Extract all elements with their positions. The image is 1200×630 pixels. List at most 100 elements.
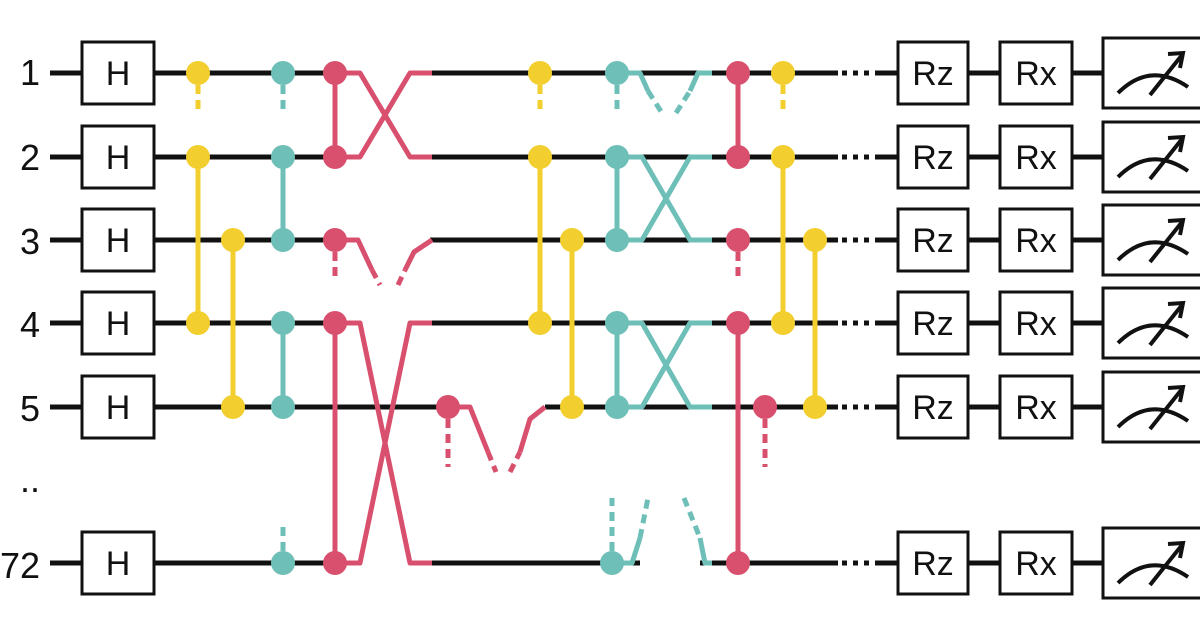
gate-dot [271,61,295,85]
swap-line [338,320,432,566]
rx-gate-box [998,530,1074,596]
measurement-box [1101,203,1200,277]
qubit-label-5: 5 [20,388,40,429]
gate-dots [186,61,827,575]
swap-crossings [338,70,712,566]
dashed-connector [402,237,434,272]
dashed-connector [673,89,693,115]
rz-gate-label: Rz [912,389,954,427]
qubit-label-72: 72 [0,545,40,586]
measurement-box [1101,370,1200,444]
rz-gate-box [896,530,970,596]
gate-dot [771,145,795,169]
hadamard-gate-box [80,40,156,106]
dashed-connector [395,268,408,287]
meter-icon [1116,540,1190,587]
hadamard-gate-label: H [106,222,131,260]
rx-gate-label: Rx [1015,139,1057,177]
dashed-connector [517,405,547,453]
hadamard-gate-box [80,207,156,273]
gate-dot [726,311,750,335]
gate-dot [605,311,629,335]
gate-dot [605,145,629,169]
dashed-connector [637,497,651,539]
gate-dot [271,551,295,575]
gate-dot [726,228,750,252]
qubit-label-3: 3 [20,221,40,262]
gate-dot [605,228,629,252]
qubit-label-1: 1 [20,52,40,93]
rz-gate-box [896,124,970,190]
hadamard-gate-label: H [106,389,131,427]
gate-dot [271,228,295,252]
dashed-connector [507,450,523,474]
hadamard-gate-box [80,124,156,190]
rz-gate-box [896,374,970,440]
gate-dot [605,395,629,419]
hadamard-gate-label: H [106,545,131,583]
gate-dot [803,395,827,419]
meter-icon [1116,300,1190,347]
gate-dot [803,228,827,252]
gate-dot [771,311,795,335]
gate-dot [560,395,584,419]
gate-dot [528,311,552,335]
measurement-box [1101,36,1200,110]
meter-icon [1116,50,1190,97]
gate-dot [605,61,629,85]
qubit-labels: 1 2 3 4 5 .. 72 [0,52,40,586]
gate-dot [528,61,552,85]
rx-gate-box [998,124,1074,190]
gate-dot [221,395,245,419]
rx-gate-box [998,40,1074,106]
two-qubit-gate-links [195,73,818,563]
gate-dot [271,311,295,335]
gate-dot [186,145,210,169]
rz-gate-label: Rz [912,222,954,260]
rz-gate-box [896,290,970,356]
gate-dot [600,551,624,575]
measurement-box [1101,286,1200,360]
gate-dot [271,145,295,169]
rz-gate-label: Rz [912,545,954,583]
rx-gate-label: Rx [1015,305,1057,343]
qubit-label-4: 4 [20,304,40,345]
gate-dot [436,395,460,419]
gate-dot [528,145,552,169]
hadamard-gate-box [80,290,156,356]
gate-dot [323,61,347,85]
rz-gate-label: Rz [912,139,954,177]
gate-dot [221,228,245,252]
rx-gate-label: Rx [1015,389,1057,427]
rx-gate-label: Rx [1015,545,1057,583]
gate-dot [323,228,347,252]
gate-dot [323,311,347,335]
gate-dot [560,228,584,252]
gate-dot [323,145,347,169]
dashed-connector [697,537,712,566]
rx-gate-label: Rx [1015,222,1057,260]
rz-gate-label: Rz [912,55,954,93]
qubit-label-2: 2 [20,137,40,178]
meter-icon [1116,384,1190,431]
measurement-box [1101,526,1200,600]
gate-dot [726,551,750,575]
gate-dot [186,61,210,85]
meter-icon [1116,134,1190,181]
rz-gate-box [896,207,970,273]
hadamard-gate-label: H [106,305,131,343]
gate-dot [186,311,210,335]
gate-dot [753,395,777,419]
hadamard-gate-label: H [106,139,131,177]
swap-line [338,70,432,160]
gate-dot [726,61,750,85]
gate-dot [771,61,795,85]
rz-gate-box [896,40,970,106]
meter-icon [1116,217,1190,264]
gate-dot [726,145,750,169]
gate-dot [323,551,347,575]
measurement-box [1101,120,1200,194]
hadamard-gate-box [80,530,156,596]
